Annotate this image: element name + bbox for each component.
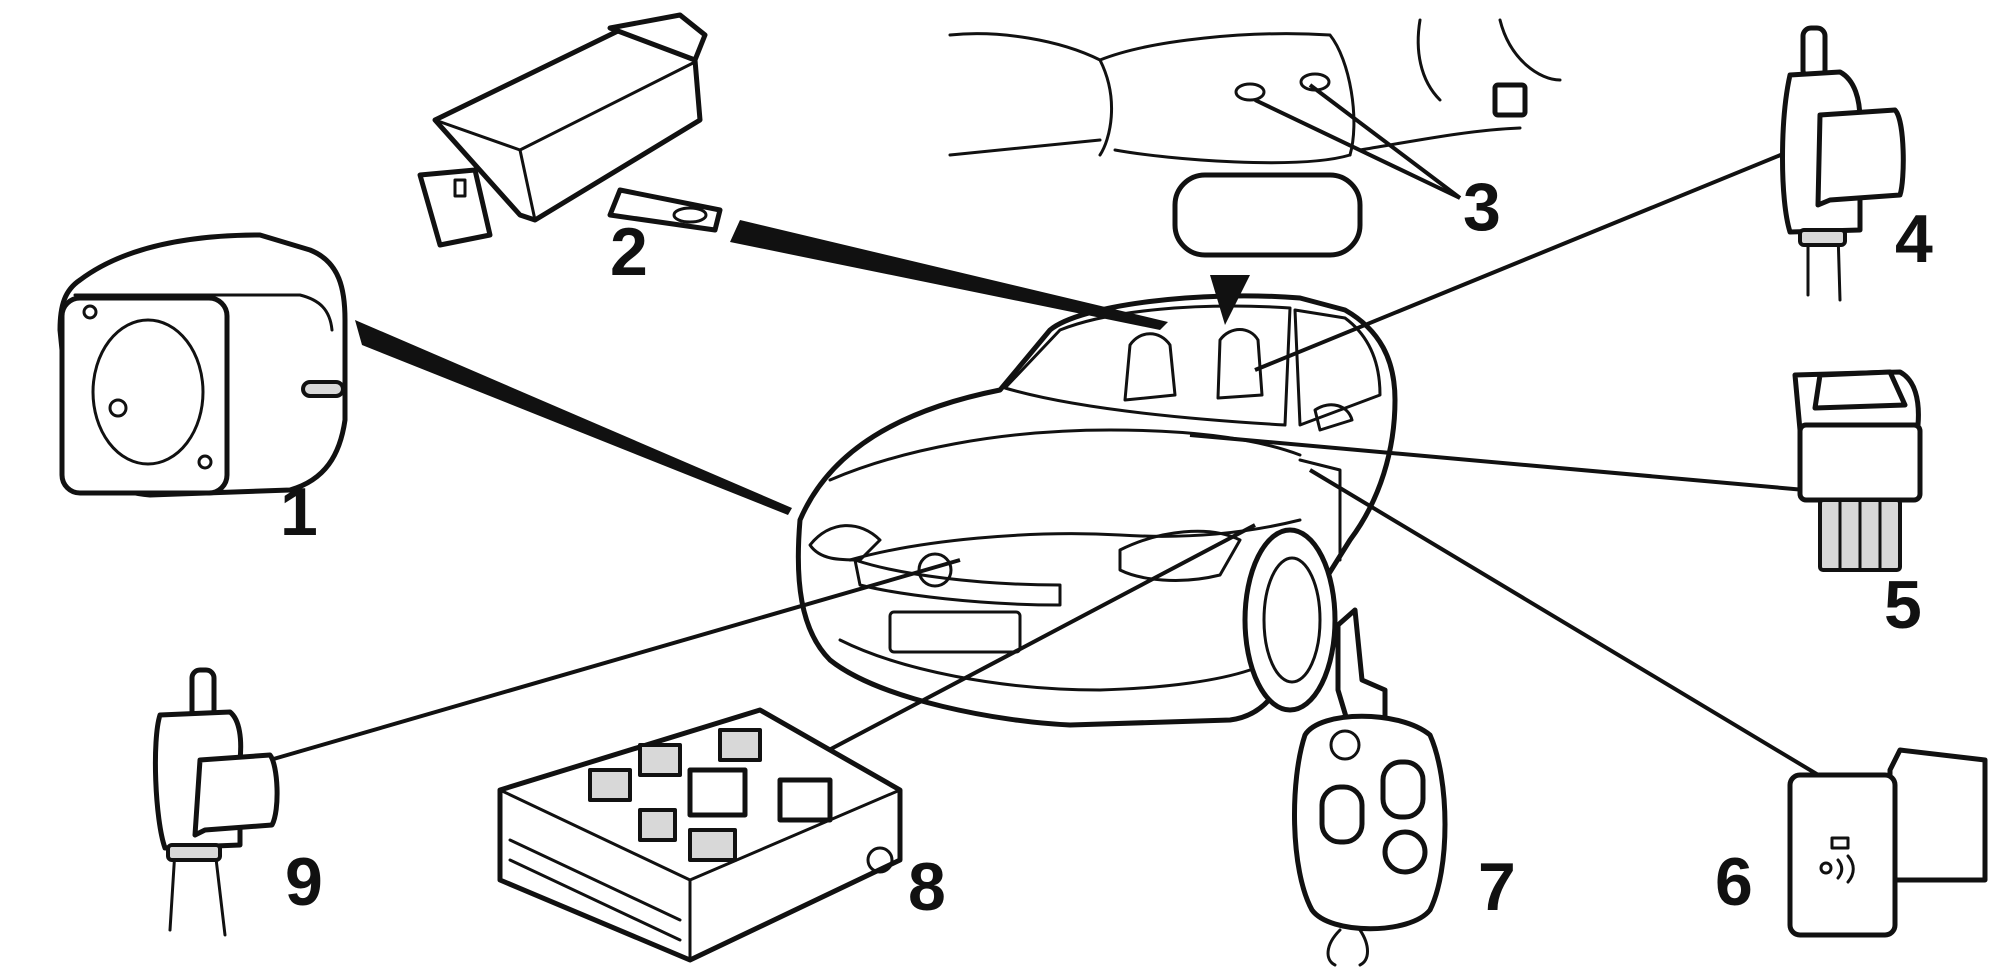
pointer-siren: [355, 320, 792, 515]
leader-9: [269, 558, 961, 762]
callout-9: 9: [285, 844, 323, 920]
leader-8: [809, 523, 1256, 762]
interior-sensor-icon: [948, 18, 1562, 258]
bonnet-switch-icon: [1780, 25, 1906, 302]
leader-3a: [1254, 98, 1461, 200]
callout-6: 6: [1715, 844, 1753, 920]
indicator-button-icon: [1787, 747, 1988, 938]
callout-1: 1: [280, 474, 318, 550]
siren-icon: [57, 232, 348, 498]
callout-7: 7: [1478, 849, 1516, 925]
callout-3: 3: [1463, 169, 1501, 245]
dashboard-switch-icon: [1792, 369, 1923, 572]
fuse-box-icon: [497, 707, 903, 963]
pointer-module: [730, 220, 1168, 330]
leader-5: [1189, 433, 1806, 492]
callout-5: 5: [1884, 567, 1922, 643]
callout-8: 8: [908, 849, 946, 925]
leader-4: [1254, 143, 1806, 372]
leader-6: [1308, 468, 1837, 787]
callout-4: 4: [1895, 201, 1933, 277]
control-module-icon: [417, 12, 723, 248]
leader-3b: [1308, 83, 1462, 200]
car-illustration: [795, 293, 1398, 728]
door-switch-icon: [152, 667, 280, 937]
pointer-interior: [1210, 275, 1250, 325]
callout-2: 2: [610, 214, 648, 290]
remote-key-icon: [1292, 607, 1448, 967]
